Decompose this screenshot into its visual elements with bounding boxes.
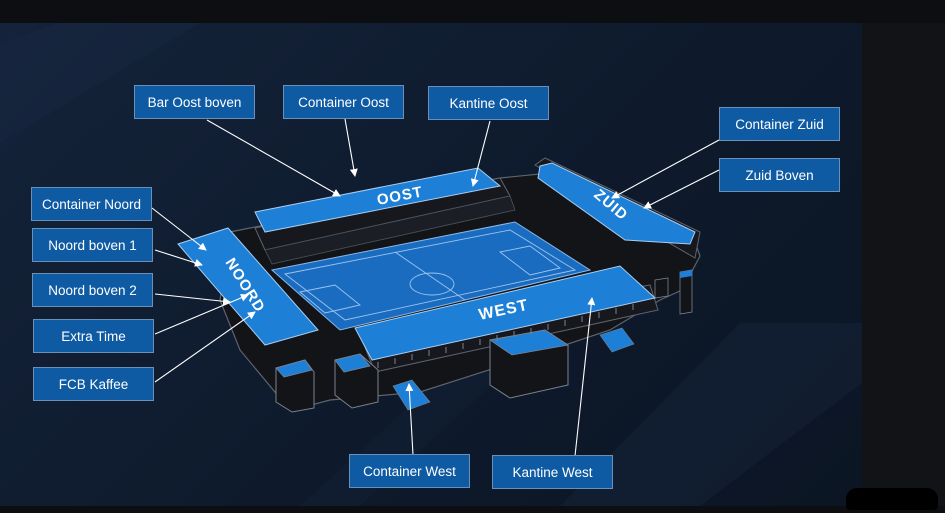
label-bar-oost-boven: Bar Oost boven bbox=[134, 85, 255, 119]
arrow-noord-boven-2 bbox=[154, 293, 231, 306]
arrow-fcb-kaffee bbox=[154, 311, 256, 383]
arrow-noord-boven-1 bbox=[154, 249, 203, 267]
label-kantine-oost: Kantine Oost bbox=[428, 86, 549, 120]
label-fcb-kaffee: FCB Kaffee bbox=[33, 367, 154, 401]
arrow-container-zuid bbox=[611, 139, 720, 199]
label-zuid-boven: Zuid Boven bbox=[719, 158, 840, 192]
arrow-kantine-oost bbox=[470, 120, 491, 187]
label-extra-time: Extra Time bbox=[33, 319, 154, 353]
arrow-container-west bbox=[405, 383, 414, 456]
label-container-west: Container West bbox=[349, 454, 470, 488]
arrow-container-oost bbox=[344, 118, 358, 177]
stand-west: WEST bbox=[354, 265, 657, 368]
arrow-kantine-west bbox=[574, 297, 596, 457]
stand-noord: NOORD bbox=[177, 227, 319, 346]
arrow-zuid-boven bbox=[643, 169, 720, 209]
right-edge-strip bbox=[862, 23, 945, 506]
label-container-zuid: Container Zuid bbox=[719, 107, 840, 141]
arrow-bar-oost-boven bbox=[206, 119, 341, 197]
label-container-noord: Container Noord bbox=[31, 187, 152, 221]
arrow-container-noord bbox=[151, 207, 207, 251]
label-container-oost: Container Oost bbox=[283, 85, 404, 119]
pitch bbox=[270, 221, 592, 331]
label-kantine-west: Kantine West bbox=[492, 455, 613, 489]
corner-blob bbox=[846, 488, 938, 510]
label-noord-boven-2: Noord boven 2 bbox=[32, 273, 153, 307]
label-noord-boven-1: Noord boven 1 bbox=[32, 228, 153, 262]
leader-arrows bbox=[151, 118, 720, 457]
arrow-extra-time bbox=[154, 294, 249, 335]
